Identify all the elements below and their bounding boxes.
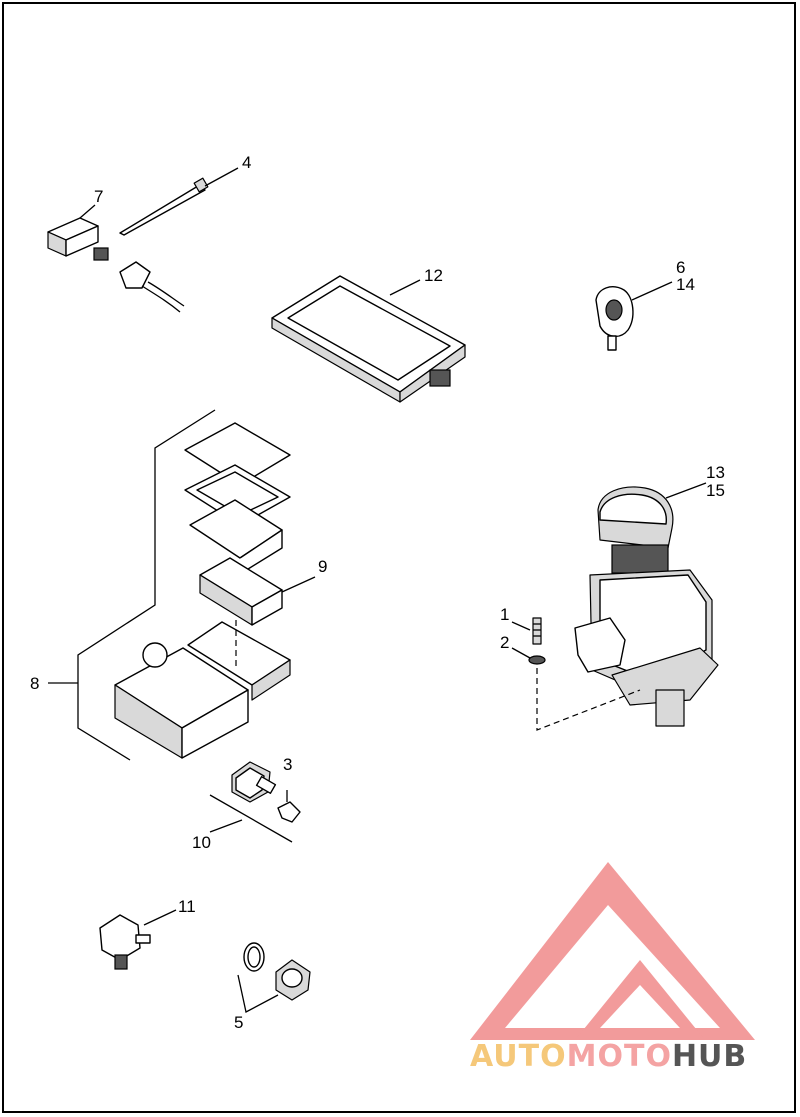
watermark-logo (470, 862, 755, 1040)
callout-2: 2 (500, 633, 509, 652)
part-screw-washer (511, 617, 641, 731)
callout-5: 5 (234, 1013, 243, 1032)
callout-1: 1 (500, 605, 509, 624)
part-adhesive-pads (184, 422, 291, 575)
part-battery-box (114, 620, 291, 759)
callout-9: 9 (318, 557, 327, 576)
part-connector (47, 204, 185, 313)
callout-8: 8 (30, 674, 39, 693)
callout-14: 14 (676, 275, 695, 294)
part-sensor-5 (237, 942, 311, 1013)
part-ignition-switch (574, 482, 719, 727)
callout-7: 7 (94, 187, 103, 206)
part-battery (199, 557, 316, 626)
group-bracket-8 (48, 409, 216, 761)
callout-6: 6 (676, 258, 685, 277)
callout-4: 4 (242, 153, 251, 172)
part-cable-tie (119, 167, 239, 236)
callout-15: 15 (706, 481, 725, 500)
callout-10: 10 (192, 833, 211, 852)
watermark-text: AUTOMOTOHUB (470, 1039, 747, 1074)
part-control-module (271, 275, 466, 403)
part-sensor-11 (99, 909, 177, 970)
callout-11: 11 (178, 897, 196, 916)
callout-12: 12 (424, 266, 443, 285)
callout-3: 3 (283, 755, 292, 774)
callout-13: 13 (706, 463, 725, 482)
part-key-fob (595, 281, 673, 351)
part-sensor-group-10 (209, 761, 301, 843)
